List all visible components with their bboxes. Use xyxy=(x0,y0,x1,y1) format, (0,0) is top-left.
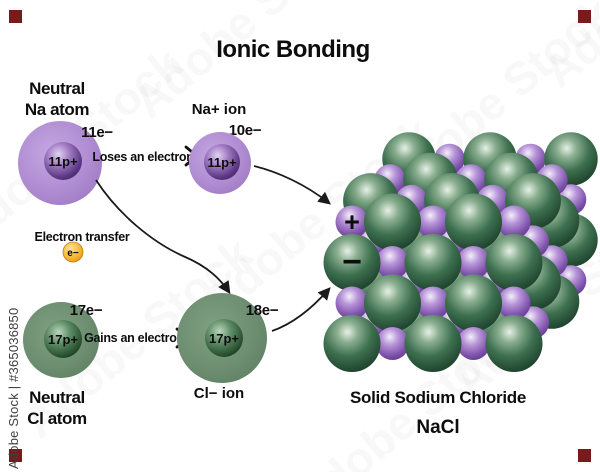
corner-marker-top-right xyxy=(578,10,591,23)
chloride-ion-sphere xyxy=(485,234,543,291)
crystal-caption: Solid Sodium Chloride xyxy=(350,388,526,407)
corner-markers xyxy=(9,10,591,462)
gains-electron-label: Gains an electron xyxy=(84,331,184,345)
watermark-id-text: Adobe Stock | #365036850 xyxy=(6,308,21,469)
chloride-ion-sphere xyxy=(404,234,462,291)
chloride-ion-sphere xyxy=(404,315,462,372)
gains-electron-annotation: Gains an electron xyxy=(84,327,191,349)
na-ion-to-crystal-arrow xyxy=(253,165,331,205)
cl-heading-line1: Neutral xyxy=(29,388,85,407)
electron-transfer-annotation: Electron transfer e− xyxy=(35,230,130,263)
cl-atom-nucleus xyxy=(44,320,82,358)
cl-ion: 17p+ 18e− Cl− ion xyxy=(177,293,279,402)
electron-transfer-label: Electron transfer xyxy=(35,230,130,244)
na-ion-electron-count: 10e− xyxy=(229,122,262,139)
sodium-ion-sphere xyxy=(416,205,450,239)
sodium-ion-sphere xyxy=(335,205,369,239)
corner-marker-top-left xyxy=(9,10,22,23)
watermark-tile-text: Adobe Stock xyxy=(123,0,372,128)
na-ion-title: Na+ ion xyxy=(192,101,247,118)
cl-ion-nucleus-label: 17p+ xyxy=(209,331,239,346)
sodium-ion-sphere xyxy=(376,246,409,279)
electron-symbol: e− xyxy=(67,248,79,259)
na-ion-nucleus xyxy=(204,144,240,180)
sodium-ion-sphere xyxy=(497,205,531,239)
arrows xyxy=(95,165,331,332)
loses-electron-label: Loses an electron xyxy=(92,150,193,164)
crystal-minus-label: − xyxy=(342,243,362,281)
sodium-ion-sphere xyxy=(376,327,409,360)
na-ion: Na+ ion 10e− 11p+ xyxy=(189,101,262,194)
chloride-ion-sphere xyxy=(364,193,421,251)
na-atom-nucleus xyxy=(44,142,82,180)
page-title: Ionic Bonding xyxy=(216,36,369,63)
sodium-ion-sphere xyxy=(416,286,450,320)
chloride-ion-sphere xyxy=(323,234,381,291)
corner-marker-bottom-left xyxy=(9,449,22,462)
electron-icon xyxy=(62,241,84,263)
na-nucleus-label: 11p+ xyxy=(48,154,78,169)
sodium-ion-sphere xyxy=(335,286,369,320)
na-heading-line1: Neutral xyxy=(29,79,85,98)
chloride-ion-sphere xyxy=(323,315,381,372)
crystal-lattice xyxy=(323,132,598,372)
na-electron-count: 11e− xyxy=(81,124,113,141)
corner-marker-bottom-right xyxy=(578,449,591,462)
cl-ion-nucleus xyxy=(205,319,243,357)
cl-ion-electron-count: 18e− xyxy=(246,302,279,319)
na-heading-line2: Na atom xyxy=(25,100,90,119)
sodium-ion-sphere xyxy=(497,286,531,320)
cl-ion-title: Cl− ion xyxy=(194,385,244,402)
cl-electron-count: 17e− xyxy=(70,302,103,319)
neutral-cl-atom: 17p+ 17e− Neutral Cl atom xyxy=(23,302,103,428)
chloride-ion-sphere xyxy=(364,274,421,332)
chloride-ion-sphere xyxy=(445,193,502,251)
cl-heading-line2: Cl atom xyxy=(27,409,87,428)
sodium-ion-sphere xyxy=(457,246,490,279)
chloride-ion-sphere xyxy=(485,315,543,372)
cl-nucleus-label: 17p+ xyxy=(48,332,78,347)
crystal-plus-label: + xyxy=(344,207,360,237)
chloride-ion-sphere xyxy=(445,274,502,332)
sodium-ion-sphere xyxy=(457,327,490,360)
electron-transfer-arrow xyxy=(95,179,231,295)
na-ion-nucleus-label: 11p+ xyxy=(207,155,237,170)
neutral-na-atom: Neutral Na atom 11p+ 11e− xyxy=(18,79,114,205)
cl-ion-to-crystal-arrow xyxy=(271,287,331,332)
crystal-formula: NaCl xyxy=(416,417,459,438)
loses-electron-annotation: Loses an electron xyxy=(92,145,200,167)
